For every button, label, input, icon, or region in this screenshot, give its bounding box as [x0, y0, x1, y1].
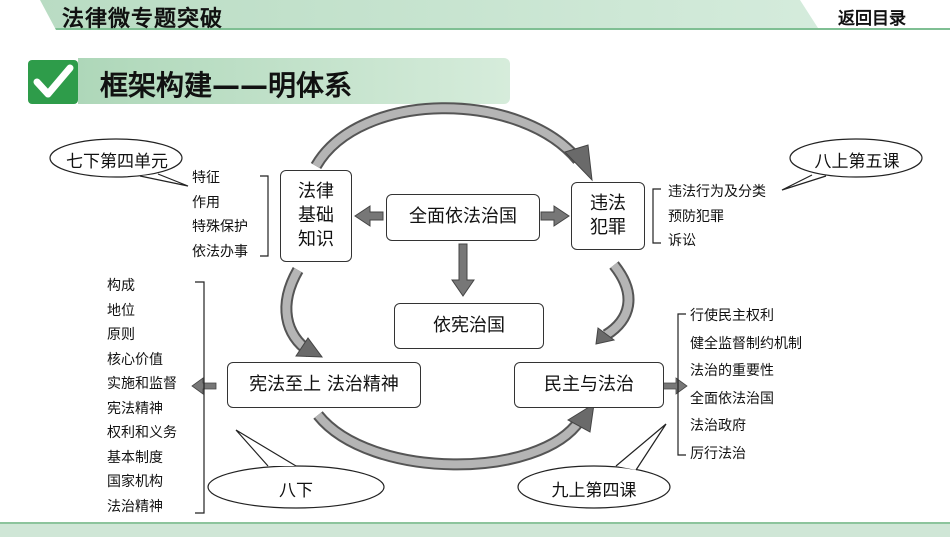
bracket-crime-items [652, 188, 661, 244]
bottom-bar [0, 522, 950, 537]
arc-arrow-bottom [313, 411, 585, 471]
bubble-grade7-unit4: 七下第四单元 [66, 152, 168, 172]
bubble-grade7-unit4-shape [49, 138, 189, 187]
list-item: 健全监督制约机制 [690, 335, 802, 352]
list-item: 实施和监督 [107, 376, 177, 392]
node-crime: 违法 犯罪 [571, 182, 645, 250]
list-crime-items: 违法行为及分类 预防犯罪 诉讼 [668, 180, 766, 254]
list-item: 法治精神 [107, 498, 163, 515]
list-item: 法治的重要性 [690, 363, 774, 379]
page-title: 法律微专题突破 [62, 7, 224, 32]
bracket-constitution-items [195, 281, 205, 514]
bubble-grade8-down-shape [207, 429, 385, 509]
bracket-law-features [260, 175, 269, 257]
section-title: 框架构建——明体系 [100, 69, 353, 102]
block-arrow-to-crime [540, 205, 570, 227]
list-item: 基本制度 [107, 449, 163, 466]
header-tab-cutout [800, 0, 950, 28]
arc-arrow-right-head [595, 327, 616, 345]
bubble-grade8-unit5: 八上第五课 [814, 152, 900, 172]
list-item: 国家机构 [107, 474, 163, 490]
section-title-bar [78, 58, 510, 104]
list-item: 全面依法治国 [690, 390, 774, 407]
header-background [40, 0, 950, 30]
arc-arrow-top [310, 102, 583, 170]
node-democracy-rule: 民主与法治 [514, 362, 664, 408]
list-constitution-items: 构成 地位 原则 核心价值 实施和监督 宪法精神 权利和义务 基本制度 国家机构… [107, 274, 177, 519]
arc-arrow-top-head [564, 144, 593, 182]
bubble-grade9-unit4: 九上第四课 [551, 481, 637, 501]
list-item: 厉行法治 [690, 445, 746, 462]
list-item: 作用 [192, 194, 220, 211]
list-item: 违法行为及分类 [668, 184, 766, 200]
list-democracy-items: 行使民主权利 健全监督制约机制 法治的重要性 全面依法治国 法治政府 厉行法治 [690, 303, 802, 468]
list-item: 预防犯罪 [668, 208, 724, 225]
list-law-features: 特征 作用 特殊保护 依法办事 [192, 166, 248, 264]
list-item: 核心价值 [107, 351, 163, 368]
list-item: 权利和义务 [107, 425, 177, 441]
list-item: 依法办事 [192, 243, 248, 260]
list-item: 原则 [107, 327, 135, 343]
list-item: 宪法精神 [107, 400, 163, 417]
bubble-grade8-down: 八下 [279, 481, 313, 501]
node-law-basics: 法律 基础 知识 [280, 170, 352, 262]
list-item: 构成 [107, 278, 135, 294]
pointer-arrow-democracy-list [662, 377, 688, 395]
arc-arrow-left-head [295, 337, 324, 358]
return-to-contents-button[interactable]: 返回目录 [838, 9, 906, 29]
node-constitution-supreme: 宪法至上 法治精神 [227, 362, 421, 408]
list-item: 行使民主权利 [690, 308, 774, 324]
block-arrow-to-law-basics [354, 205, 384, 227]
list-item: 特殊保护 [192, 219, 248, 235]
node-constitution-rule: 依宪治国 [394, 303, 544, 349]
node-full-rule-of-law: 全面依法治国 [386, 194, 540, 241]
list-item: 法治政府 [690, 418, 746, 434]
top-header-bar: 法律微专题突破 返回目录 [0, 0, 950, 32]
bracket-democracy-items [677, 313, 686, 456]
list-item: 特征 [192, 170, 220, 186]
list-item: 地位 [107, 302, 135, 319]
arc-arrow-bottom-head [567, 403, 595, 433]
block-arrow-to-constitution-rule [451, 243, 475, 297]
list-item: 诉讼 [668, 233, 696, 249]
checkmark-icon [28, 60, 78, 104]
bubble-grade9-unit4-shape [517, 423, 671, 509]
bubble-grade8-unit5-shape [781, 138, 923, 191]
